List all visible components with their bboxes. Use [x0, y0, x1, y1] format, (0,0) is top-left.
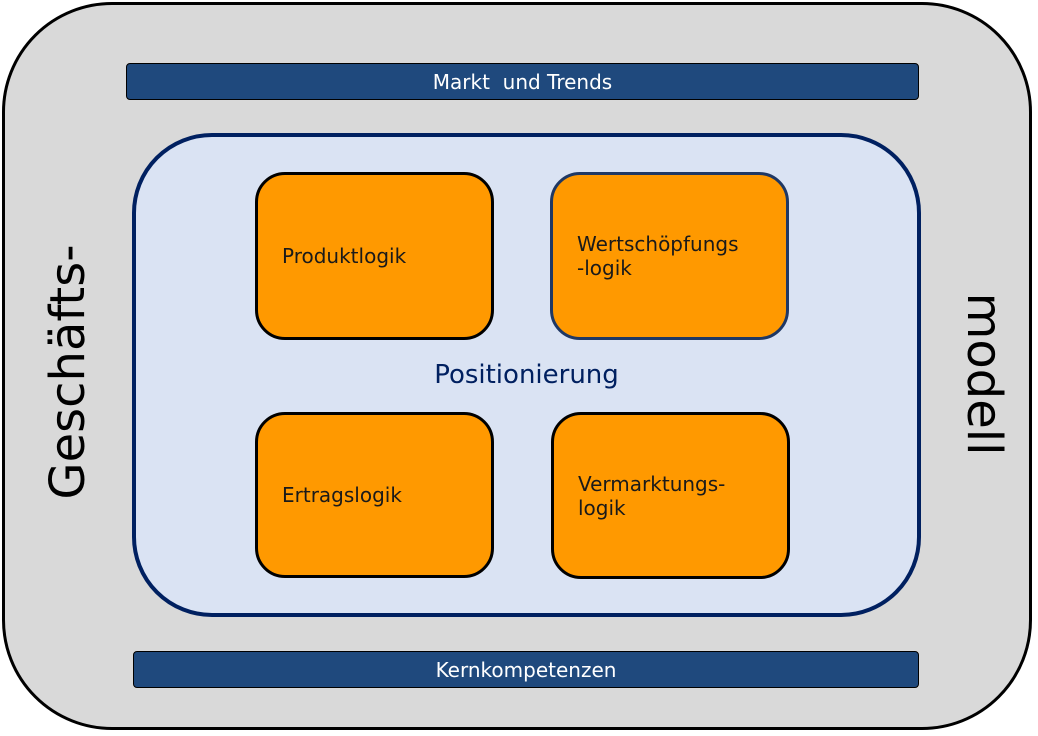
side-label-left: Geschäfts- — [40, 244, 96, 500]
market-trends-bar: Markt und Trends — [126, 63, 919, 100]
box-revenue-logic-label: Ertragslogik — [282, 483, 402, 507]
box-marketing-logic: Vermarktungs- logik — [551, 412, 790, 579]
box-value-creation-logic: Wertschöpfungs -logik — [550, 172, 789, 340]
core-competencies-bar: Kernkompetenzen — [133, 651, 919, 688]
side-label-right: modell — [956, 292, 1012, 456]
box-value-creation-logic-label: Wertschöpfungs -logik — [577, 232, 739, 280]
box-product-logic-label: Produktlogik — [282, 244, 407, 268]
box-product-logic: Produktlogik — [255, 172, 494, 340]
positioning-label: Positionierung — [434, 360, 619, 390]
box-marketing-logic-label: Vermarktungs- logik — [578, 471, 726, 520]
box-revenue-logic: Ertragslogik — [255, 412, 494, 578]
